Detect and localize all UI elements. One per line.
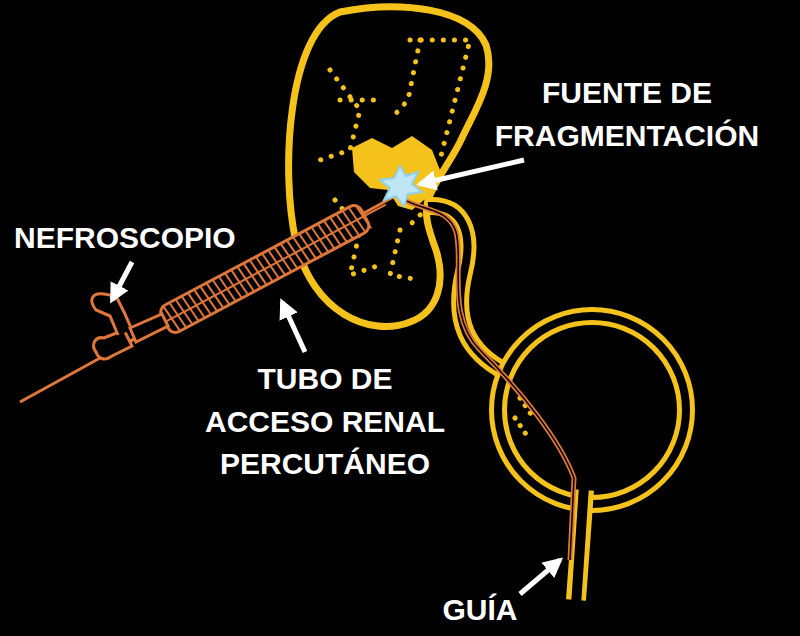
instrument-label: NEFROSCOPIO [14, 217, 284, 260]
guide-wire-core [398, 196, 574, 560]
access-tube [105, 191, 393, 363]
instrument-label: GUÍA [420, 589, 540, 632]
bladder-lumen [498, 316, 686, 504]
instrument-label: FUENTE DE FRAGMENTACIÓN [457, 72, 797, 157]
urethra-lumen [576, 486, 584, 606]
ureter-dots [515, 398, 535, 440]
bladder [498, 316, 686, 504]
instrument-label: TUBO DE ACCESO RENAL PERCUTÁNEO [194, 358, 456, 486]
guide-wire [398, 196, 574, 560]
fragmentation-source [380, 166, 422, 206]
ureter-lumen [428, 206, 506, 372]
renal-pelvis [352, 136, 440, 210]
nephroscope [92, 294, 168, 359]
ureter [428, 206, 506, 372]
